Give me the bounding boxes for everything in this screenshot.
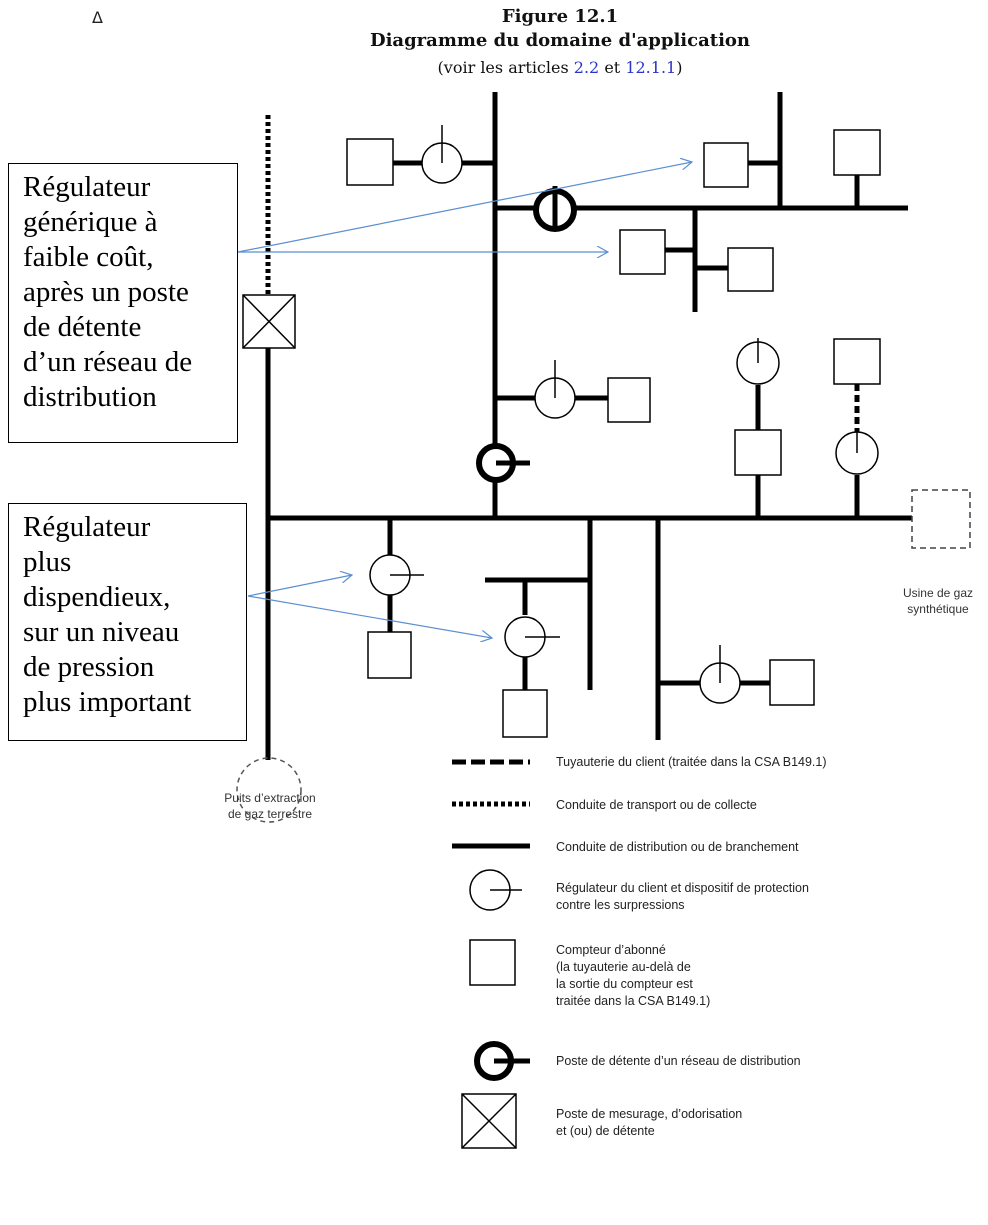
gas-well-icon [236, 757, 302, 823]
callout-line: de détente [23, 311, 142, 343]
legend-symbols [452, 759, 530, 1149]
branch-mid [495, 360, 651, 423]
callout-line: faible coût, [23, 241, 154, 273]
label-line: Puits d’extraction [224, 791, 316, 805]
callout-line: Régulateur [23, 511, 151, 543]
legend-line: Poste de mesurage, d’odorisation [556, 1107, 743, 1121]
callout-expensive-regulator: Régulateur plus dispendieux, sur un nive… [8, 503, 247, 741]
callout-arrows [237, 162, 692, 638]
callout-line: de pression [23, 651, 155, 683]
refs-and: et [599, 58, 626, 77]
legend-distribution-label: Conduite de distribution ou de brancheme… [556, 840, 799, 854]
legend-line: et (ou) de détente [556, 1124, 655, 1138]
label-line: Usine de gaz [902, 586, 974, 600]
ref-link-2-2[interactable]: 2.2 [573, 58, 600, 77]
refs-suffix: ) [676, 58, 683, 77]
callout-line: sur un niveau [23, 616, 180, 648]
legend-metering-station-label: Poste de mesurage, d’odorisation et (ou)… [556, 1106, 976, 1140]
label-line: de gaz terrestre [227, 807, 313, 821]
refs-prefix: (voir les articles [437, 58, 574, 77]
callout-line: dispendieux, [23, 581, 171, 613]
legend-customer-regulator-label: Régulateur du client et dispositif de pr… [556, 880, 976, 914]
legend-line: Compteur d’abonné [556, 943, 666, 957]
callout-line: générique à [23, 206, 158, 238]
legend-district-station-label: Poste de détente d’un réseau de distribu… [556, 1054, 801, 1068]
callout-line: plus [23, 546, 72, 578]
synthetic-gas-plant-icon [911, 489, 971, 549]
legend-meter-symbol [469, 939, 516, 986]
callout-line: distribution [23, 381, 157, 413]
callout-line: d’un réseau de [23, 346, 193, 378]
delta-marker: Δ [92, 8, 103, 27]
ref-link-12-1-1[interactable]: 12.1.1 [625, 58, 677, 77]
legend-customer-piping-label: Tuyauterie du client (traitée dans la CS… [556, 755, 827, 769]
legend-customer-regulator-symbol [469, 869, 522, 911]
callout-line: plus important [23, 686, 192, 718]
legend-district-station-symbol [474, 1041, 530, 1081]
label-line: synthétique [907, 602, 969, 616]
callout-line: Régulateur [23, 171, 151, 203]
legend-line: contre les surpressions [556, 898, 685, 912]
legend-meter-label: Compteur d’abonné (la tuyauterie au-delà… [556, 942, 976, 1010]
branch-top-right [619, 92, 881, 312]
figure-references: (voir les articles 2.2 et 12.1.1) [300, 58, 820, 77]
metering-station-icon [242, 294, 296, 349]
legend-line: (la tuyauterie au-delà de [556, 960, 691, 974]
branch-lower [367, 518, 815, 740]
branch-right-risers [734, 338, 881, 518]
figure-number: Figure 12.1 [501, 6, 619, 27]
branch-top-left [346, 125, 495, 186]
callout-line: après un poste [23, 276, 189, 308]
district-station-icon-top [533, 186, 577, 232]
legend-transmission-label: Conduite de transport ou de collecte [556, 798, 757, 812]
figure-title: Diagramme du domaine d'application [369, 30, 750, 51]
legend-metering-station-symbol [461, 1093, 517, 1149]
legend-line: Régulateur du client et dispositif de pr… [556, 881, 809, 895]
synthetic-gas-plant-label: Usine de gaz synthétique [880, 585, 988, 617]
legend-line: la sortie du compteur est [556, 977, 693, 991]
callout-generic-regulator: Régulateur générique à faible coût, aprè… [8, 163, 238, 443]
gas-well-label: Puits d’extraction de gaz terrestre [180, 790, 360, 822]
district-station-icon-mid [476, 443, 530, 483]
legend-line: traitée dans la CSA B149.1) [556, 994, 711, 1008]
